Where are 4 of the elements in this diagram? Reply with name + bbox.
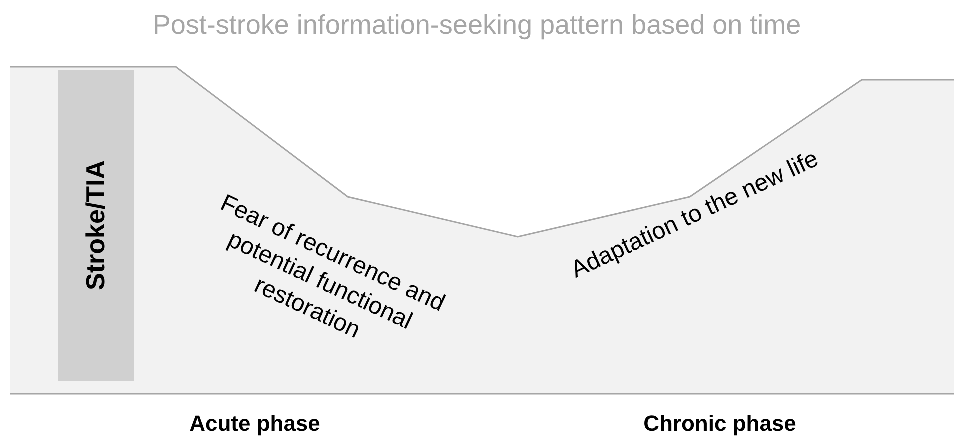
title: Post-stroke information-seeking pattern based on time bbox=[152, 12, 802, 39]
stroke-bar: Stroke/TIA bbox=[58, 70, 134, 381]
phase-label: Chronic phase bbox=[642, 413, 798, 435]
phase-label: Acute phase bbox=[188, 413, 322, 435]
